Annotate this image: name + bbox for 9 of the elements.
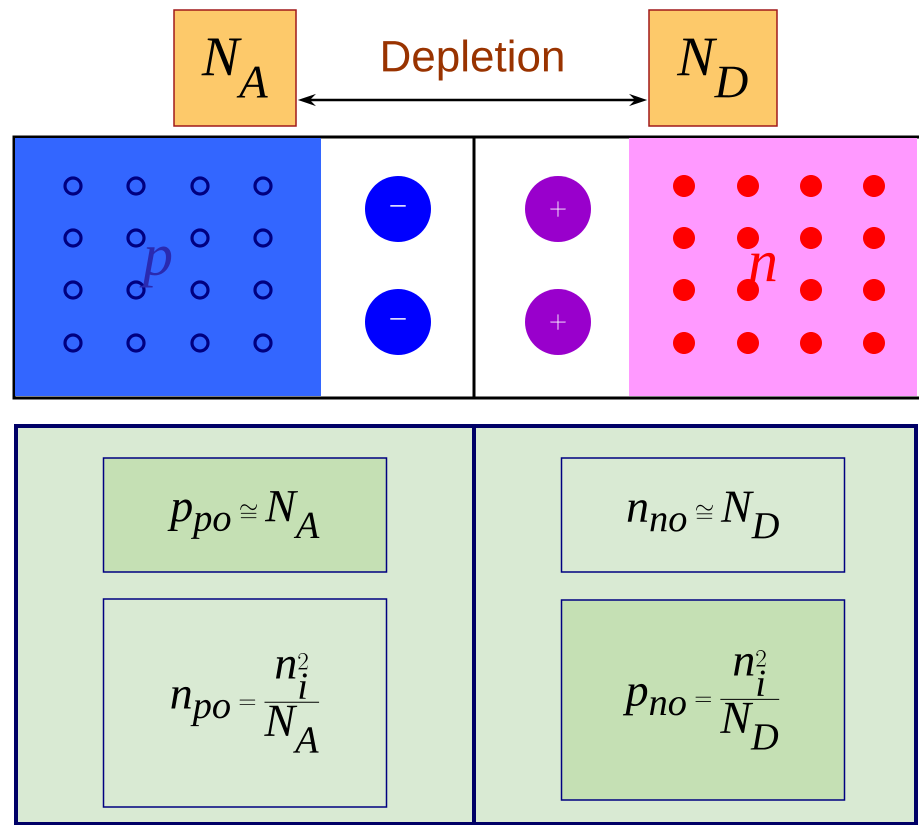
formula-box: $p_{po} \cong N_{A}$ — [102, 457, 388, 573]
formula-box: $N_{D}$ — [648, 9, 778, 127]
edge-label: Depletion — [383, 40, 563, 80]
region-label: $n$ — [750, 252, 776, 282]
formula-box: $n_{no} \cong N_{D}$ — [560, 457, 846, 573]
formula-box: $n_{po} = \frac{n_{i}^{2}}{N_{A}}$ — [102, 598, 388, 808]
formula-box: $N_{A}$ — [173, 9, 297, 127]
formula-box: $p_{no} = \frac{n_{i}^{2}}{N_{D}}$ — [560, 599, 846, 801]
region-label: $p$ — [140, 246, 172, 288]
